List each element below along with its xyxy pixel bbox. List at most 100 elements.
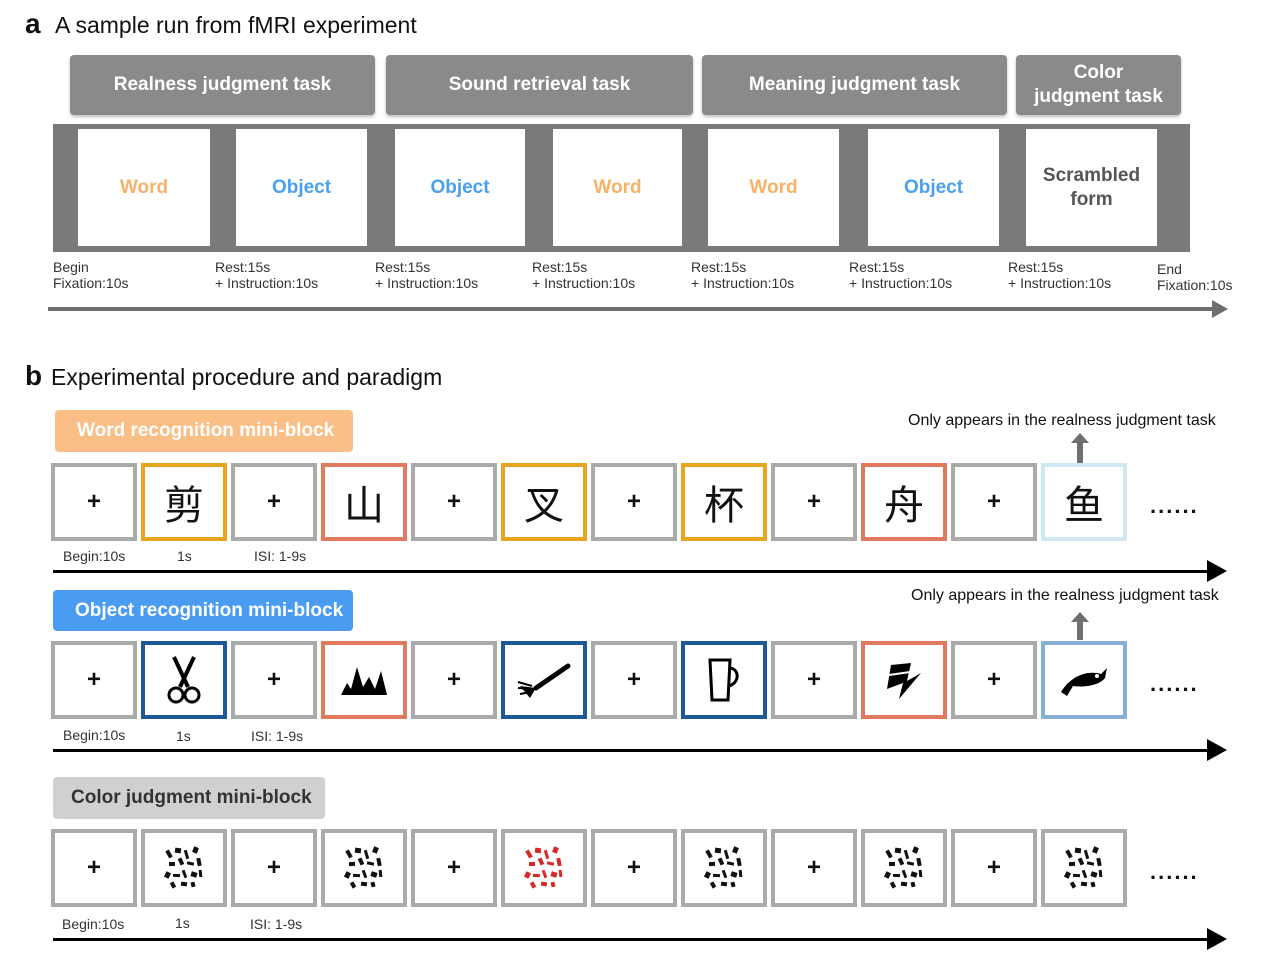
fixation-cell: + (951, 641, 1037, 719)
up-arrow-icon (1071, 612, 1089, 640)
timing-line1: Rest:15s (532, 259, 588, 275)
timing-line1: Rest:15s (375, 259, 431, 275)
timing-rest: Rest:15s+ Instruction:10s (532, 259, 635, 291)
panel-a-title: A sample run from fMRI experiment (55, 12, 417, 38)
timing-begin: Begin:10s (62, 916, 125, 932)
realness-note: Only appears in the realness judgment ta… (908, 412, 1216, 429)
scrambled-stimulus-cell (321, 829, 407, 907)
task-header-label: Realness judgment task (113, 74, 332, 95)
scrambled-icon (703, 846, 743, 889)
mini-block-label-text: Color judgment mini-block (71, 787, 312, 808)
timing-isi: ISI: 1-9s (254, 548, 307, 564)
color-time-arrowhead (1207, 928, 1227, 950)
chinese-word-glyph: 鱼 (1064, 484, 1104, 528)
timing-rest: Rest:15s+ Instruction:10s (691, 259, 794, 291)
word-stimulus-cell: 杯 (681, 463, 767, 541)
fixation-cell: + (591, 463, 677, 541)
timing-line1: Rest:15s (1008, 259, 1064, 275)
run-block-scrambled: Scrambled form (1026, 129, 1157, 246)
fixation-cross: + (446, 854, 461, 881)
scissors-icon (167, 656, 201, 704)
word-time-axis (53, 570, 1211, 573)
task-header-color: Color judgment task (1016, 55, 1181, 115)
timing-line1: End (1157, 261, 1182, 277)
fixation-cell: + (771, 829, 857, 907)
run-block-label: Word (593, 176, 642, 198)
run-time-arrowhead (1212, 300, 1228, 318)
word-stimulus-cell: 叉 (501, 463, 587, 541)
fixation-cell: + (591, 641, 677, 719)
scrambled-icon (1063, 846, 1103, 889)
panel-a-letter: a (25, 8, 41, 39)
run-block-word: Word (78, 129, 210, 246)
run-block-object: Object (868, 129, 999, 246)
boat-icon (887, 663, 921, 699)
scissors-stimulus-cell (141, 641, 227, 719)
run-block-label: Object (903, 176, 964, 198)
fork-stimulus-cell (501, 641, 587, 719)
timing-isi: ISI: 1-9s (251, 728, 304, 744)
color-mini-block-label: Color judgment mini-block (53, 777, 325, 819)
fixation-cross: + (806, 488, 821, 515)
timing-rest: Rest:15s+ Instruction:10s (375, 259, 478, 291)
scrambled-icon (523, 846, 563, 889)
mini-block-label-text: Word recognition mini-block (77, 420, 335, 441)
object-time-axis (53, 749, 1211, 752)
word-stimulus-cell: 舟 (861, 463, 947, 541)
fixation-cross: + (446, 488, 461, 515)
run-block-object: Object (395, 129, 525, 246)
fork-icon (517, 663, 571, 698)
word-time-arrowhead (1207, 560, 1227, 582)
word-stimulus-cell: 鱼 (1041, 463, 1127, 541)
fixation-cross: + (86, 854, 101, 881)
fixation-cell: + (771, 641, 857, 719)
mountain-icon (341, 667, 387, 695)
word-mini-block-label: Word recognition mini-block (55, 410, 353, 452)
timing-line2: + Instruction:10s (215, 275, 319, 291)
fixation-cell: + (51, 829, 137, 907)
boat-stimulus-cell (861, 641, 947, 719)
fixation-cross: + (986, 488, 1001, 515)
fixation-cell: + (411, 829, 497, 907)
timing-rest: Rest:15s+ Instruction:10s (849, 259, 952, 291)
run-block-label: Scrambled form (1042, 164, 1141, 210)
run-block-word: Word (708, 129, 839, 246)
fixation-cell: + (231, 463, 317, 541)
timing-line2: Fixation:10s (53, 275, 129, 291)
object-mini-block-label: Object recognition mini-block (53, 590, 353, 631)
cup-icon (708, 658, 739, 702)
task-header-label: Meaning judgment task (748, 74, 961, 95)
task-header-realness: Realness judgment task (70, 55, 375, 115)
chinese-word-glyph: 山 (344, 484, 384, 528)
fixation-cross: + (626, 666, 641, 693)
chinese-word-glyph: 舟 (884, 484, 924, 528)
scrambled-icon (883, 846, 923, 889)
timing-rest: Rest:15s+ Instruction:10s (1008, 259, 1111, 291)
fixation-cross: + (266, 666, 281, 693)
timing-line1: Rest:15s (215, 259, 271, 275)
mini-block-label-text: Object recognition mini-block (75, 599, 344, 621)
word-stimulus-cell: 剪 (141, 463, 227, 541)
chinese-word-glyph: 叉 (524, 484, 564, 528)
timing-line2: + Instruction:10s (849, 275, 953, 291)
fixation-cross: + (806, 666, 821, 693)
panel-b-letter: b (25, 360, 43, 391)
fixation-cell: + (951, 463, 1037, 541)
fixation-cross: + (86, 666, 101, 693)
continuation-dots: ...... (1150, 671, 1199, 696)
fixation-cross: + (86, 488, 101, 515)
timing-line2: + Instruction:10s (691, 275, 795, 291)
scrambled-stimulus-cell (861, 829, 947, 907)
run-time-axis (48, 307, 1214, 311)
fixation-cross: + (626, 854, 641, 881)
mountain-stimulus-cell (321, 641, 407, 719)
run-timeline-strip: Word Object Object Word Word Object Scra… (53, 124, 1190, 252)
run-block-object: Object (236, 129, 367, 246)
timing-rest: Rest:15s+ Instruction:10s (215, 259, 318, 291)
color-time-axis (53, 938, 1211, 941)
fixation-cell: + (51, 463, 137, 541)
run-block-label: Word (749, 176, 798, 198)
timing-line1: Rest:15s (849, 259, 905, 275)
